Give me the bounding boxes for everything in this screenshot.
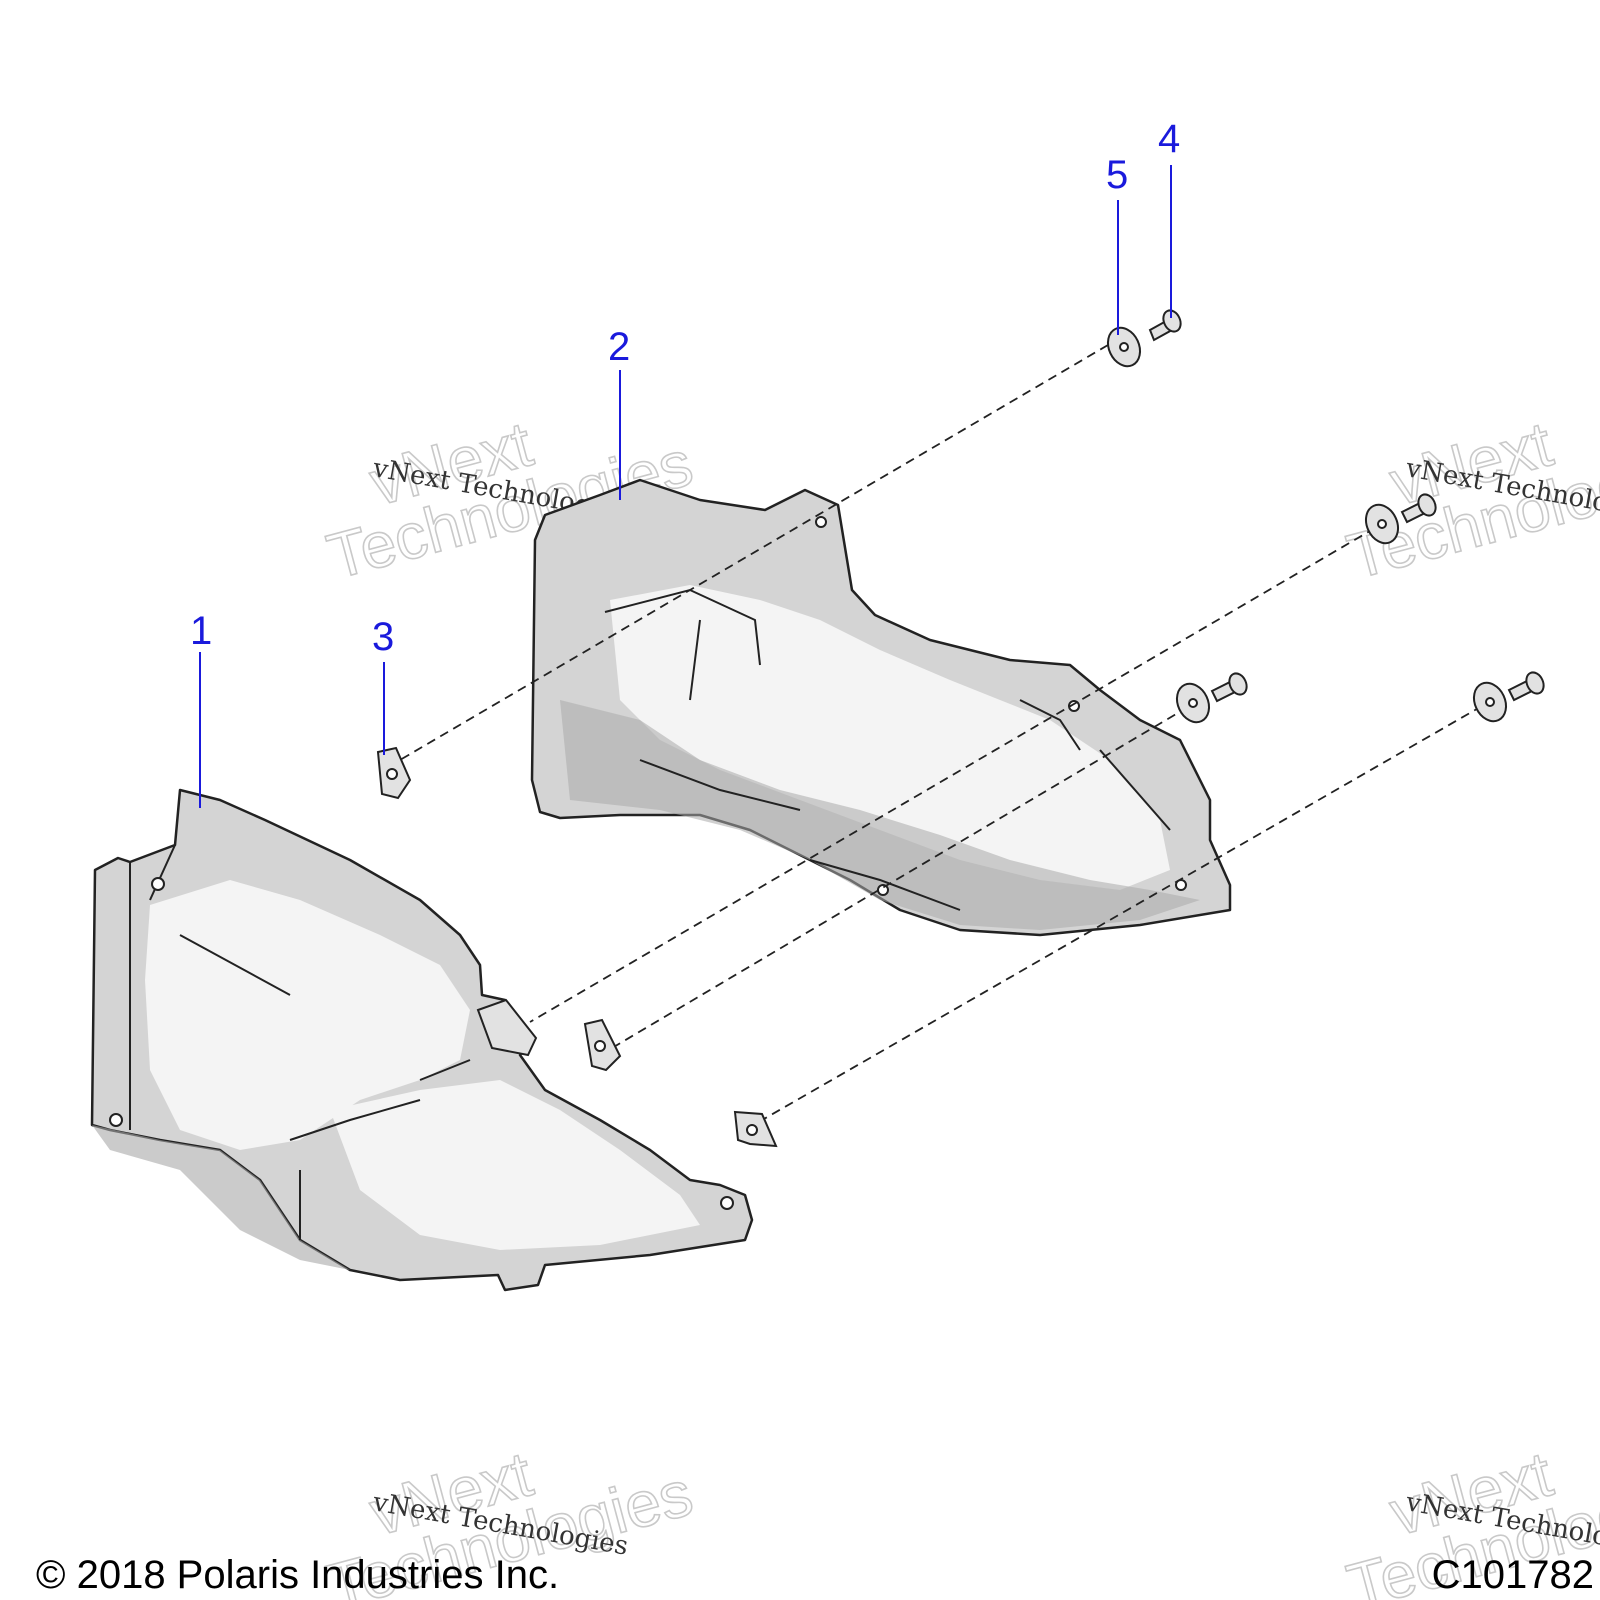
callout-2: 2 <box>608 325 630 500</box>
callout-5: 5 <box>1106 153 1128 335</box>
callout-1: 1 <box>190 609 212 808</box>
washer-right-2 <box>1175 682 1211 724</box>
washer-5 <box>1106 326 1142 368</box>
clip-nut-b <box>733 1110 778 1148</box>
svg-text:4: 4 <box>1158 117 1180 161</box>
copyright-text: © 2018 Polaris Industries Inc. <box>36 1553 559 1597</box>
clip-nut-a <box>583 1018 622 1072</box>
clip-nut-part1 <box>476 998 538 1057</box>
svg-text:2: 2 <box>608 325 630 369</box>
bolt-right-1 <box>1400 493 1437 524</box>
callout-3: 3 <box>372 615 394 755</box>
svg-text:5: 5 <box>1106 153 1128 197</box>
callout-4: 4 <box>1158 117 1180 318</box>
assembly-lines <box>399 344 1483 1128</box>
washer-right-1 <box>1364 503 1400 545</box>
svg-text:3: 3 <box>372 615 394 659</box>
bolt-4 <box>1148 309 1182 342</box>
svg-text:1: 1 <box>190 609 212 653</box>
part-1-lower-shield <box>90 788 754 1292</box>
bolt-right-3 <box>1507 671 1545 702</box>
figure-id: C101782 <box>1432 1553 1594 1597</box>
part-2-upper-shield <box>530 478 1232 937</box>
clip-nut-3 <box>376 746 412 800</box>
washer-right-3 <box>1472 681 1508 723</box>
bolt-right-2 <box>1210 672 1248 703</box>
